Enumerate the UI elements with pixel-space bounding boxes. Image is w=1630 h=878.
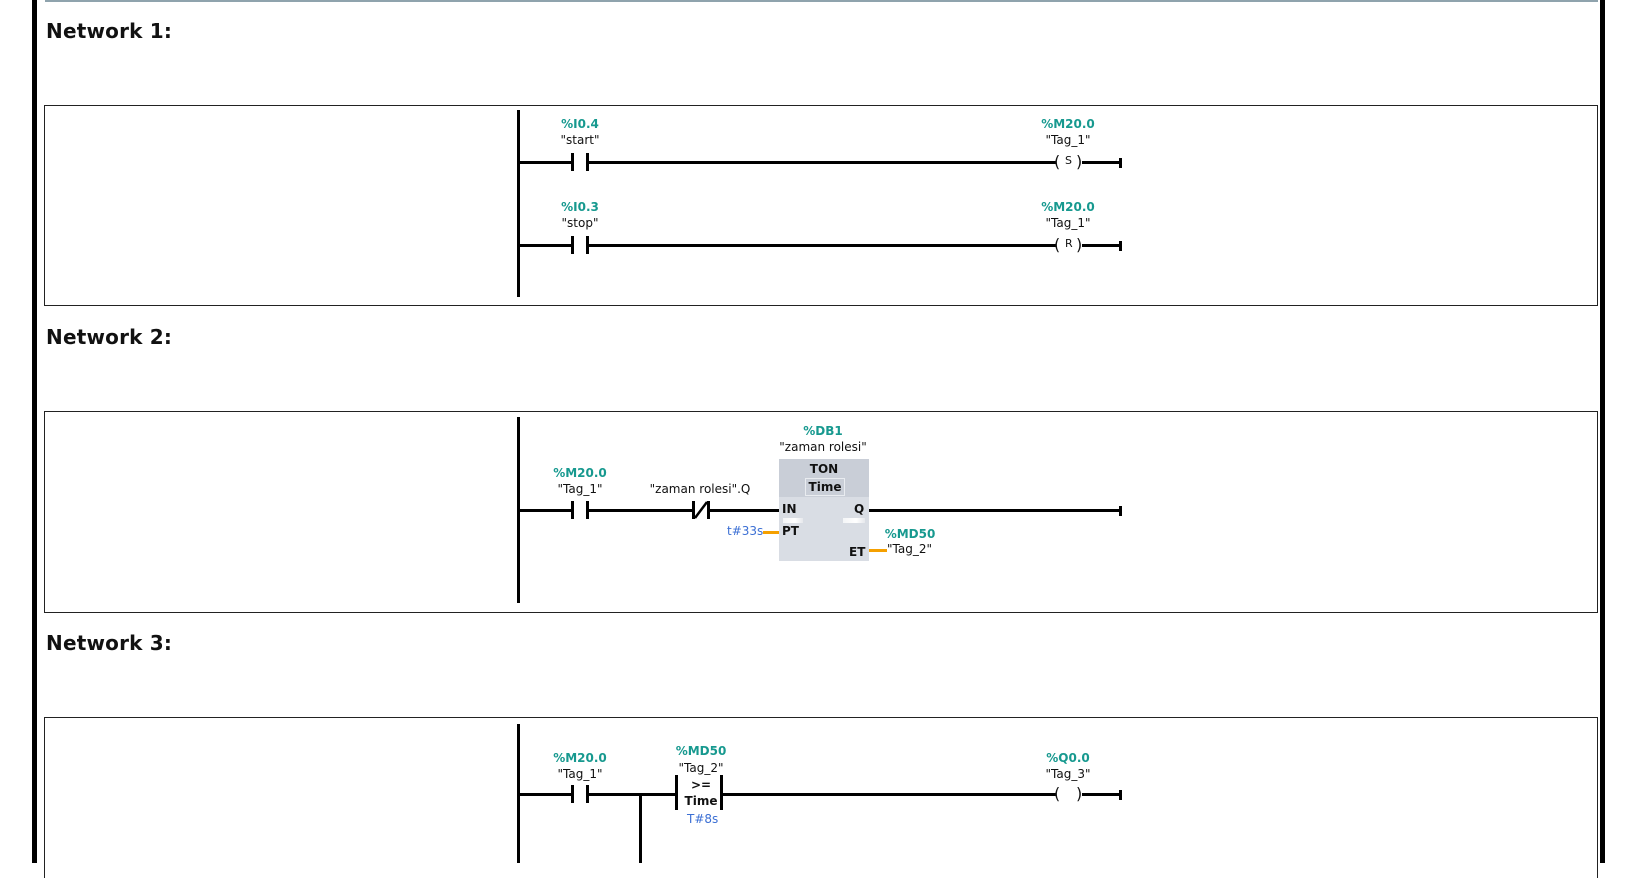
compare-tag: "Tag_2": [678, 761, 724, 775]
coil-address: %M20.0: [1041, 200, 1095, 214]
coil-tag: "Tag_1": [1045, 216, 1091, 230]
wire: [1082, 793, 1120, 796]
timer-instance-address: %DB1: [803, 424, 843, 438]
coil-label: S: [1065, 154, 1072, 167]
wire: [589, 793, 675, 796]
contact-left-plate: [571, 236, 574, 254]
pin-highlight: [843, 518, 865, 523]
timer-instance-tag: "zaman rolesi": [779, 440, 867, 454]
page-top-divider: [45, 0, 1598, 2]
rung-end: [1119, 158, 1122, 168]
block-data-type[interactable]: Time: [805, 478, 845, 496]
page-border-right: [1600, 0, 1605, 863]
wire: [1082, 161, 1120, 164]
contact-tag: "Tag_1": [557, 767, 603, 781]
contact-right-plate: [586, 785, 589, 803]
compare-data-type: Time: [684, 794, 718, 808]
contact-right-plate: [586, 236, 589, 254]
ton-timer-block[interactable]: TON Time IN Q PT ET: [779, 459, 869, 561]
compare-address: %MD50: [675, 744, 727, 758]
negation-slash-icon: [694, 501, 708, 519]
wire: [723, 793, 1056, 796]
coil-set[interactable]: ( S ): [1054, 152, 1084, 172]
coil-address: %Q0.0: [1046, 751, 1090, 765]
wire: [519, 244, 571, 247]
pin-highlight: [783, 518, 803, 523]
parameter-wire: [763, 531, 779, 534]
compare-operator: >=: [690, 778, 712, 792]
contact-tag: "zaman rolesi".Q: [649, 482, 751, 496]
coil-right-paren: ): [1076, 784, 1083, 803]
rung-end: [1119, 506, 1122, 516]
contact-left-plate: [692, 501, 695, 519]
network-3-box[interactable]: [44, 717, 1598, 878]
block-type: TON: [809, 462, 839, 476]
contact-address: %M20.0: [553, 466, 607, 480]
compare-right-plate: [720, 775, 723, 810]
network-1-power-rail: [517, 110, 520, 297]
pin-pt: PT: [782, 524, 799, 538]
coil-tag: "Tag_3": [1045, 767, 1091, 781]
network-2-power-rail: [517, 417, 520, 603]
network-3-title: Network 3:: [46, 631, 173, 655]
contact-right-plate: [586, 153, 589, 171]
coil-left-paren: (: [1054, 784, 1061, 803]
compare-left-plate: [675, 775, 678, 810]
contact-tag: "stop": [561, 216, 599, 230]
contact-right-plate: [586, 501, 589, 519]
contact-address: %I0.4: [561, 117, 599, 131]
branch-wire: [639, 793, 642, 863]
contact-tag: "start": [560, 133, 600, 147]
contact-left-plate: [571, 785, 574, 803]
contact-right-plate: [707, 501, 710, 519]
coil-left-paren: (: [1054, 152, 1061, 171]
contact-address: %I0.3: [561, 200, 599, 214]
pin-et: ET: [849, 545, 866, 559]
coil-right-paren: ): [1076, 235, 1083, 254]
wire: [589, 509, 692, 512]
page-border-left: [32, 0, 37, 863]
wire: [869, 509, 1120, 512]
pin-q: Q: [854, 502, 865, 516]
compare-value[interactable]: T#8s: [687, 812, 719, 826]
contact-left-plate: [571, 501, 574, 519]
wire: [589, 161, 1056, 164]
wire: [519, 509, 571, 512]
coil-address: %M20.0: [1041, 117, 1095, 131]
et-tag[interactable]: "Tag_2": [887, 542, 932, 556]
contact-tag: "Tag_1": [557, 482, 603, 496]
pin-in: IN: [782, 502, 797, 516]
wire: [519, 161, 571, 164]
coil-reset[interactable]: ( R ): [1054, 235, 1084, 255]
parameter-wire: [869, 549, 887, 552]
coil-left-paren: (: [1054, 235, 1061, 254]
contact-address: %M20.0: [553, 751, 607, 765]
wire: [1082, 244, 1120, 247]
coil-right-paren: ): [1076, 152, 1083, 171]
coil-tag: "Tag_1": [1045, 133, 1091, 147]
network-1-box[interactable]: [44, 105, 1598, 306]
wire: [589, 244, 1056, 247]
network-1-title: Network 1:: [46, 19, 173, 43]
pt-value[interactable]: t#33s: [727, 524, 764, 538]
coil-label: R: [1065, 237, 1073, 250]
network-3-power-rail: [517, 724, 520, 863]
wire: [519, 793, 571, 796]
coil-output[interactable]: ( ): [1054, 784, 1084, 804]
et-address: %MD50: [884, 527, 936, 541]
network-2-title: Network 2:: [46, 325, 173, 349]
rung-end: [1119, 241, 1122, 251]
wire: [710, 509, 780, 512]
rung-end: [1119, 790, 1122, 800]
contact-left-plate: [571, 153, 574, 171]
